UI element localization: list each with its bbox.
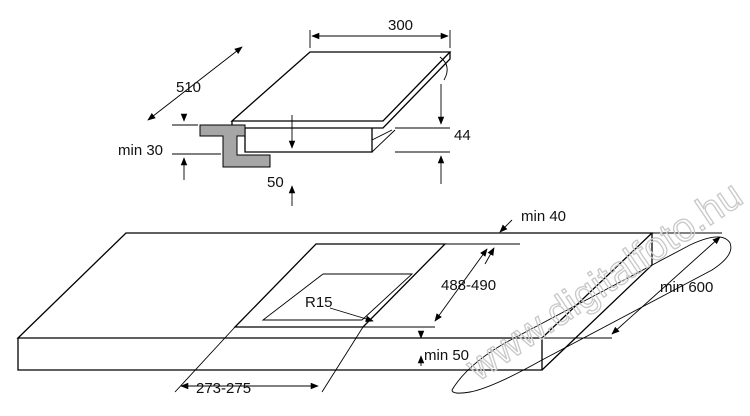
hob-drawing — [230, 51, 452, 153]
dim-radius: R15 — [305, 294, 374, 322]
front-gap-label: min 40 — [521, 208, 566, 225]
cutout-width-label: 273-275 — [196, 380, 251, 397]
hob-glass-top — [230, 51, 452, 122]
dim-edge-min: min 50 — [417, 330, 469, 366]
dim-min-thickness: min 30 — [118, 113, 221, 180]
offset-label: 50 — [267, 174, 284, 191]
dim-hob-depth: 510 — [147, 46, 243, 121]
worktop-cutout — [233, 243, 447, 328]
hob-height-label: 44 — [454, 127, 471, 144]
hob-body — [244, 128, 373, 153]
radius-label: R15 — [305, 294, 333, 311]
dim-hob-width: 300 — [309, 17, 451, 48]
dim-cutout-width: 273-275 — [180, 380, 319, 397]
dim-offset: 50 — [267, 115, 296, 206]
min-thickness-label: min 30 — [118, 142, 163, 159]
dim-front-gap: min 40 — [484, 208, 566, 265]
hob-depth-label: 510 — [176, 79, 201, 96]
dim-hob-height: 44 — [395, 84, 471, 184]
worktop-profile — [199, 124, 271, 168]
dim-min-depth: min 600 — [542, 232, 722, 339]
min-depth-label: min 600 — [660, 279, 713, 296]
hob-width-label: 300 — [388, 17, 413, 34]
edge-min-label: min 50 — [424, 347, 469, 364]
dim-cutout-depth: 488-490 — [434, 248, 496, 322]
cutout-depth-label: 488-490 — [441, 277, 496, 294]
